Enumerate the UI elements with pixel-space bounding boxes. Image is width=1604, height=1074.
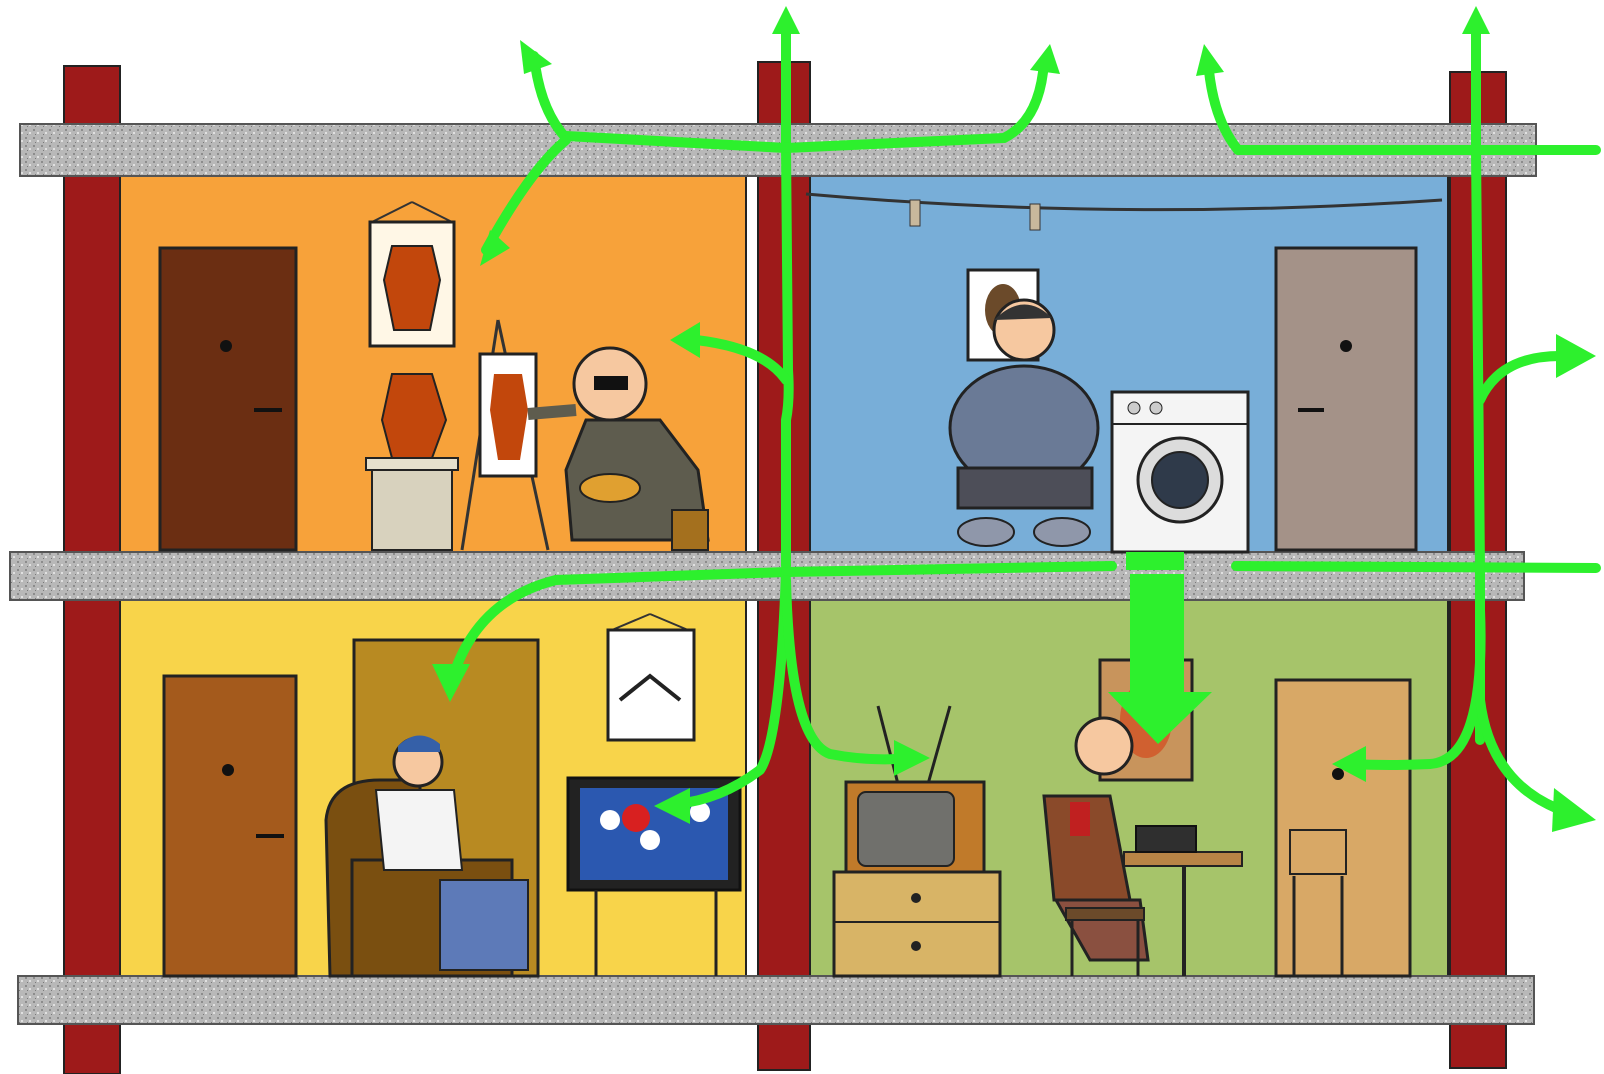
door-icon: [164, 676, 296, 976]
painting-icon: [370, 202, 454, 346]
door-icon: [1276, 680, 1410, 976]
arrowhead-right-lower: [1552, 788, 1596, 832]
arrowhead-right-room: [1556, 334, 1596, 378]
picture-icon: [608, 614, 694, 740]
washing-machine-icon: [1112, 392, 1248, 552]
door-icon: [1276, 248, 1416, 550]
sound-path-middle-slab-right: [1236, 566, 1596, 568]
arrowhead-center-up: [772, 6, 800, 34]
door-icon: [160, 248, 296, 550]
arrowhead-top-right-up: [1196, 44, 1224, 76]
arrowhead-right-up: [1462, 6, 1490, 34]
sound-path-center-vertical: [786, 20, 789, 566]
arrowhead-top-left-up: [520, 40, 552, 74]
arrowhead-top-mid-up: [1030, 44, 1060, 74]
slab-bottom: [18, 976, 1534, 1024]
